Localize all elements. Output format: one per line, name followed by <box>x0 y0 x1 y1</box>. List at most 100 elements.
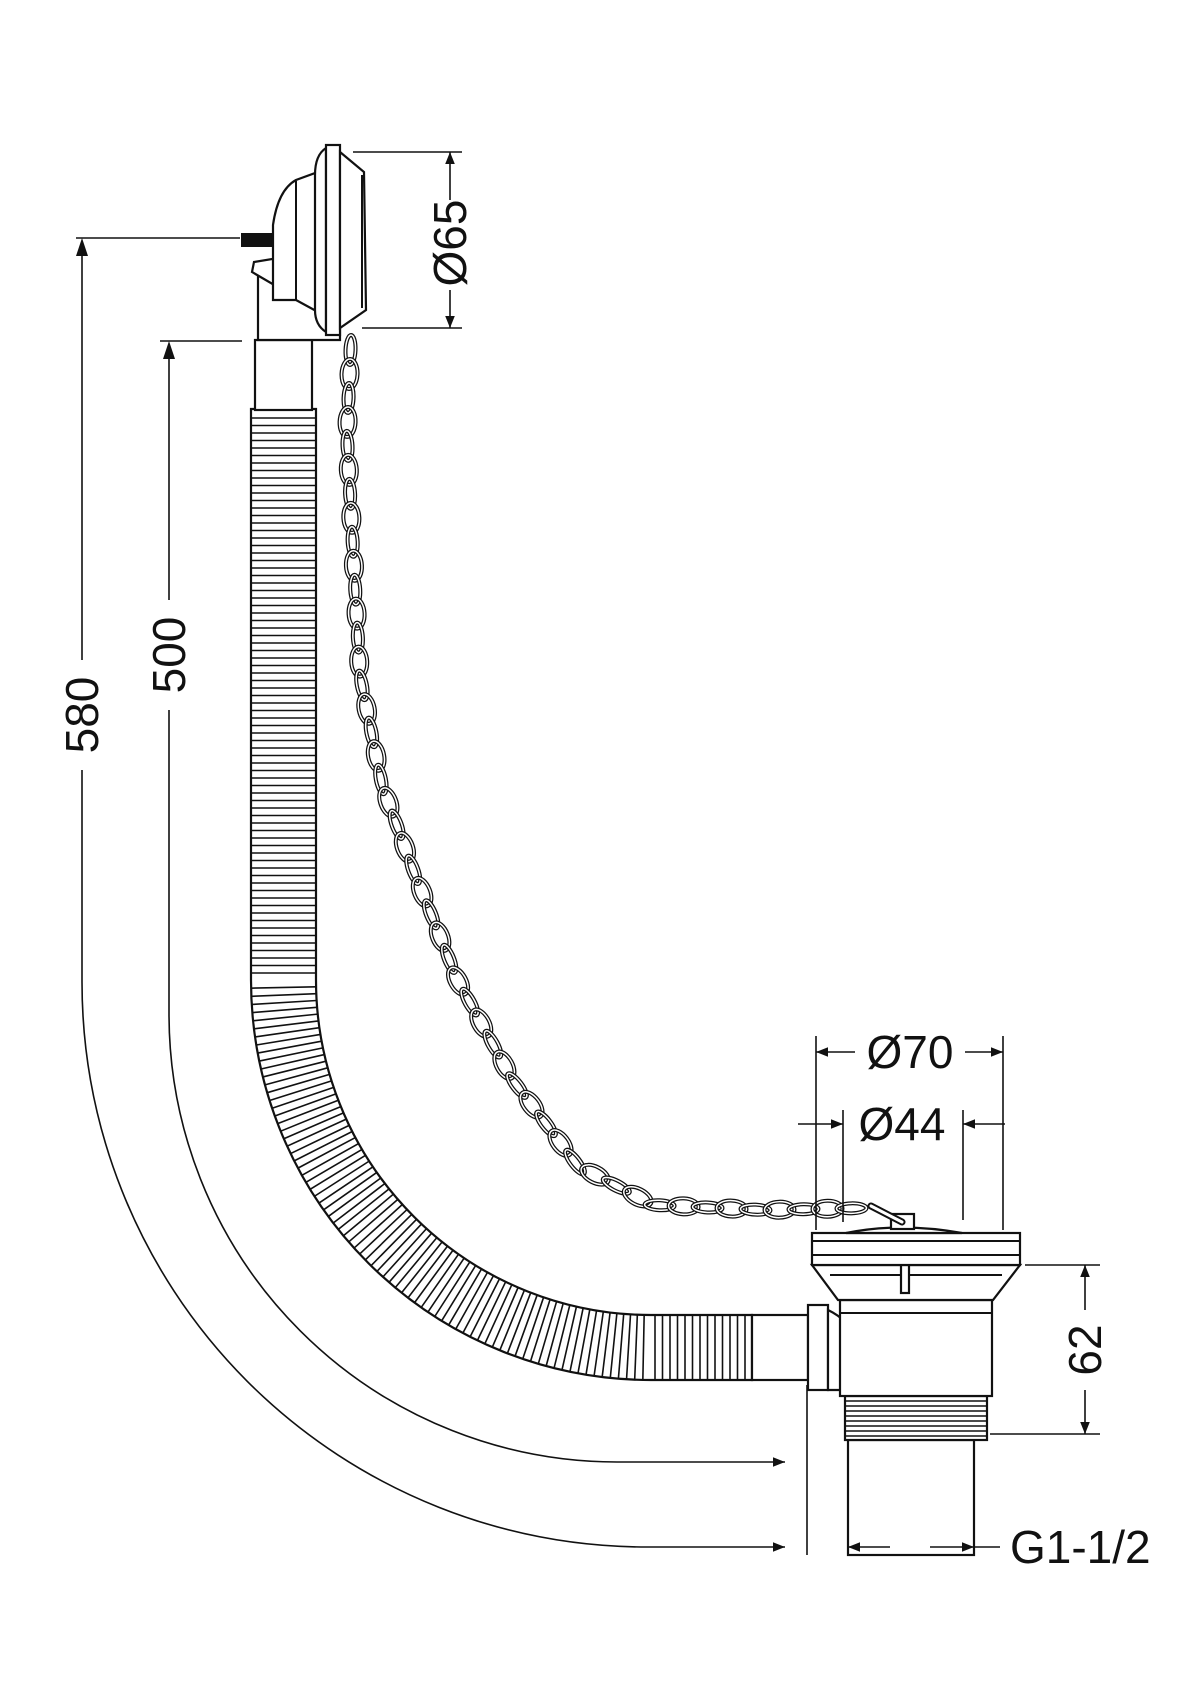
hose-rib <box>561 1306 578 1371</box>
thread <box>843 1394 989 1442</box>
hose-rib <box>407 1245 449 1299</box>
corrugated-hose <box>249 407 754 1382</box>
hose-rib <box>427 1257 465 1313</box>
hose-rib <box>633 1314 639 1380</box>
plug <box>241 143 368 337</box>
hose-rib <box>521 1297 545 1360</box>
hose-rib <box>577 1309 591 1374</box>
hose-rib <box>274 1093 337 1117</box>
hose-rib <box>388 1232 433 1283</box>
arrow-icon <box>163 341 175 359</box>
hose-rib <box>382 1228 428 1278</box>
plug-front <box>338 149 368 331</box>
dimension-line <box>81 241 785 1552</box>
hose-rib <box>447 1268 483 1326</box>
hose-rib <box>625 1314 632 1380</box>
hose-rib <box>376 1223 423 1272</box>
hose-rib <box>537 1301 558 1365</box>
hose-rib <box>348 1198 399 1243</box>
hose-rib <box>283 1112 344 1140</box>
hose-rib <box>342 1193 394 1237</box>
dimension-d65: Ø65 <box>353 151 476 329</box>
hose-rib <box>251 992 317 998</box>
hose-rib <box>251 986 317 989</box>
hose-rib <box>434 1261 471 1317</box>
flange <box>809 1263 1023 1302</box>
hose-rib <box>251 999 317 1006</box>
dimension-580: 580 <box>56 237 785 1552</box>
hose-rib <box>253 1020 319 1030</box>
hose-rib <box>353 1203 403 1249</box>
hose-rib <box>400 1241 443 1294</box>
dim-label-62: 62 <box>1059 1324 1111 1375</box>
hose-rib <box>260 1053 325 1070</box>
hose-rib <box>269 1080 332 1102</box>
hose-rib <box>277 1099 339 1125</box>
hose-rib <box>617 1313 625 1379</box>
dim-label-500: 500 <box>143 617 195 694</box>
label-bg <box>147 600 191 710</box>
dim-label-thread: G1-1/2 <box>1010 1521 1151 1573</box>
dim-label-580: 580 <box>56 677 108 754</box>
hose-rib <box>545 1303 564 1367</box>
hose-rib <box>529 1299 551 1362</box>
hose-rib <box>413 1249 454 1304</box>
hose-rib <box>455 1271 489 1330</box>
hose-rib <box>593 1311 605 1377</box>
hose-rib <box>440 1265 477 1322</box>
dimension-thread: G1-1/2 <box>848 1521 1151 1573</box>
dim-label-d65: Ø65 <box>424 200 476 287</box>
hose-rib <box>514 1294 538 1357</box>
hose-rib <box>254 1026 320 1038</box>
threaded-stud <box>241 233 273 247</box>
hose-rib <box>506 1292 532 1354</box>
hose-rib <box>309 1154 366 1191</box>
hose-rib <box>252 1013 318 1022</box>
dimension-d70: Ø70 <box>815 1026 1004 1230</box>
hose-rib <box>297 1136 356 1169</box>
hose-rib <box>280 1105 342 1132</box>
hose-rib <box>252 1006 318 1014</box>
hose-rib <box>286 1118 347 1147</box>
hose-rib <box>462 1275 495 1334</box>
hose-rib <box>257 1040 322 1054</box>
dimension-d44: Ø44 <box>798 1098 1005 1222</box>
hose-rib <box>305 1148 363 1184</box>
hose-rib <box>323 1171 378 1211</box>
hose-rib <box>491 1287 519 1348</box>
hose-rib <box>394 1237 438 1289</box>
hose-rib <box>262 1060 327 1078</box>
waste-fitting <box>750 1202 1023 1557</box>
hose-rib <box>499 1289 526 1351</box>
hose-rib <box>337 1188 390 1231</box>
arrow-icon <box>76 238 88 256</box>
chain-link <box>518 1089 545 1120</box>
hose-rib <box>609 1313 618 1379</box>
plug-face-plate <box>324 143 342 337</box>
tail-pipe <box>846 1438 976 1557</box>
hose-rib <box>585 1310 598 1375</box>
hose-rib <box>271 1086 334 1110</box>
hose-nut <box>806 1303 830 1392</box>
hose-rib <box>290 1124 350 1155</box>
hose-rib <box>301 1142 360 1176</box>
hose-rib <box>359 1208 408 1255</box>
dim-label-d44: Ø44 <box>859 1098 946 1150</box>
hose-rib <box>476 1281 507 1341</box>
hose-connector <box>750 1313 810 1382</box>
hose-rib <box>420 1253 460 1308</box>
plug-rim <box>313 145 328 335</box>
waste-body <box>838 1298 994 1398</box>
hose-rib <box>642 1314 645 1380</box>
dimension-500: 500 <box>143 340 785 1467</box>
hose-rib <box>318 1166 374 1204</box>
thread-lines <box>845 1400 987 1437</box>
hose-rib <box>364 1213 413 1261</box>
hose-rib <box>484 1284 513 1345</box>
chain <box>337 333 869 1220</box>
hose-rib <box>569 1307 584 1372</box>
dimension-62: 62 <box>990 1264 1111 1435</box>
hose-rib <box>266 1073 330 1094</box>
